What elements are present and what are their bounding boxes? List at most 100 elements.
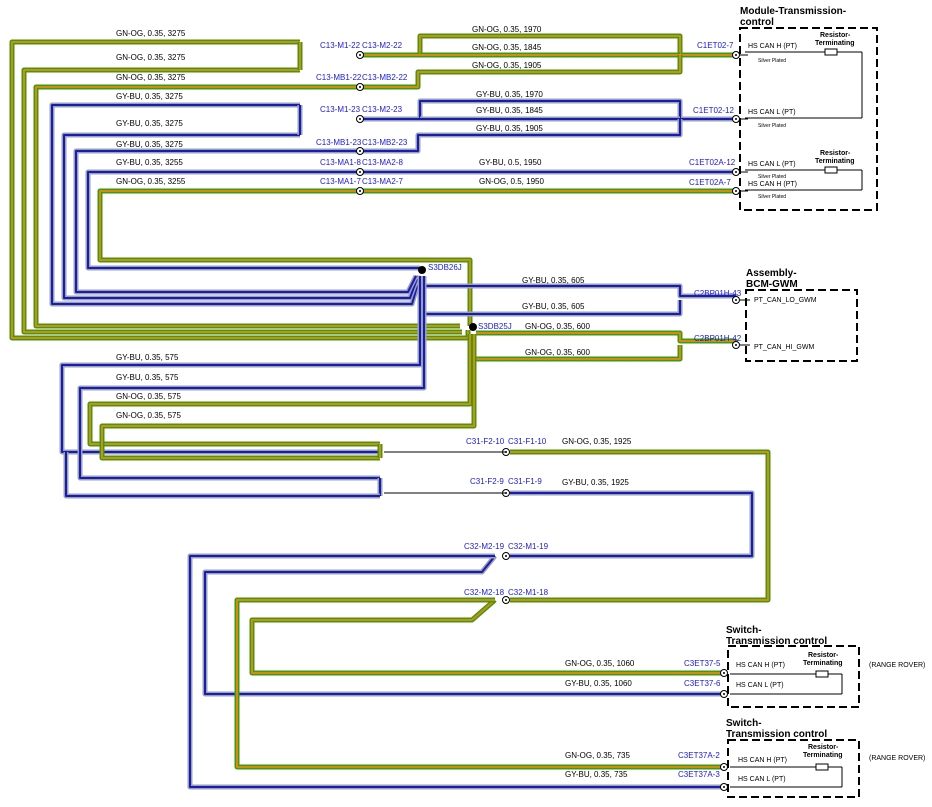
connector-label[interactable]: C13-M1-23 [320, 105, 361, 114]
wire-label: GY-BU, 0.35, 3275 [116, 92, 183, 101]
pin-name: PT_CAN_LO_GWM [754, 297, 817, 304]
wire-label: GN-OG, 0.35, 1060 [565, 659, 635, 668]
wire-gy-bu-core [61, 276, 421, 453]
resistor-label: Terminating [815, 40, 855, 47]
wire-label: GN-OG, 0.35, 575 [116, 392, 181, 401]
wire-gn-og-core [510, 451, 769, 601]
assembly-bcm-gwm-box [745, 289, 858, 362]
splice-point-s3db26j [418, 266, 426, 274]
wire-label: GN-OG, 0.35, 3255 [116, 177, 186, 186]
connector-pin-dot [359, 54, 361, 56]
splice-point-s3db25j [469, 323, 477, 331]
pin-name: HS CAN L (PT) [748, 161, 796, 168]
wire-layer [9, 33, 771, 790]
connector-label[interactable]: C13-M1-22 [320, 41, 361, 50]
connector-label[interactable]: C32-M2-18 [464, 588, 505, 597]
connector-label[interactable]: C3ET37A-2 [678, 751, 720, 760]
connector-label[interactable]: C3ET37-5 [684, 659, 721, 668]
module-text: Module-Transmission- control HS CAN H (P… [726, 6, 925, 783]
connector-pin-dot [359, 118, 361, 120]
wire-gy-bu-core [189, 555, 722, 788]
wire-gy-bu-core [424, 300, 681, 315]
connector-label[interactable]: C32-M1-18 [508, 588, 549, 597]
wire-label: GN-OG, 0.35, 600 [525, 322, 590, 331]
connector-label[interactable]: S3DB25J [478, 322, 512, 331]
connector-label[interactable]: C13-MB2-23 [362, 138, 408, 147]
connector-label[interactable]: C2BP01H-42 [694, 334, 742, 343]
connector-pin-dot [359, 86, 361, 88]
connector-label[interactable]: C1ET02-12 [693, 106, 734, 115]
wire-label: GY-BU, 0.35, 1845 [476, 106, 543, 115]
wire-gn-og-core [89, 334, 471, 445]
wire-label: GY-BU, 0.35, 3275 [116, 119, 183, 128]
wire-gn-og-core [23, 69, 462, 333]
connector-pin-dot [723, 786, 725, 788]
connector-label[interactable]: C13-MA2-7 [362, 177, 403, 186]
silver-plated-note: Silver Plated [758, 194, 786, 200]
wire-gy-bu-core [362, 100, 735, 120]
connector-label[interactable]: S3DB26J [428, 263, 462, 272]
resistor-label: Resistor- [820, 150, 851, 157]
connector-label[interactable]: C13-MB2-22 [362, 73, 408, 82]
connector-label[interactable]: C13-MA1-8 [320, 158, 361, 167]
wire-gy-bu-core [63, 134, 419, 299]
pin-name: HS CAN H (PT) [738, 757, 787, 764]
wire-label: GY-BU, 0.35, 605 [522, 302, 585, 311]
pin-name: HS CAN H (PT) [748, 181, 797, 188]
connector-label[interactable]: C31-F1-10 [508, 437, 547, 446]
resistor-label: Terminating [803, 660, 843, 667]
connector-label[interactable]: C31-F1-9 [508, 477, 542, 486]
wire-label: GN-OG, 0.35, 1970 [472, 25, 542, 34]
wire-gn-og-core [35, 86, 460, 327]
resistor-label: Resistor- [808, 652, 839, 659]
switch-transmission-control-2-box [727, 739, 860, 798]
connector-pin-dot [735, 344, 737, 346]
wire-label: GY-BU, 0.35, 575 [116, 353, 179, 362]
wire-label: GN-OG, 0.35, 1905 [472, 61, 542, 70]
wire-label: GN-OG, 0.35, 1845 [472, 43, 542, 52]
connector-label[interactable]: C32-M1-19 [508, 542, 549, 551]
wire-gn-og-core [236, 599, 722, 768]
connector-pin-dot [505, 555, 507, 557]
connector-label[interactable]: C1ET02-7 [697, 41, 734, 50]
connector-label[interactable]: C1ET02A-7 [689, 178, 731, 187]
connector-pin-dot [359, 171, 361, 173]
connector-label[interactable]: C13-M2-22 [362, 41, 403, 50]
connector-label[interactable]: C31-F2-9 [470, 477, 504, 486]
connector-label[interactable]: C3ET37-6 [684, 679, 721, 688]
wire-label: GN-OG, 0.35, 3275 [116, 53, 186, 62]
wire-label: GY-BU, 0.35, 3275 [116, 140, 183, 149]
connector-label[interactable]: C13-MA1-7 [320, 177, 361, 186]
wire-gy-bu-core [79, 276, 425, 479]
wire-gn-og [234, 597, 722, 770]
terminating-resistor-4 [730, 763, 843, 788]
wire-gy-bu-core [65, 452, 380, 497]
connector-label[interactable]: C13-MA2-8 [362, 158, 403, 167]
connector-pin-dot [359, 150, 361, 152]
pin-name: HS CAN H (PT) [736, 662, 785, 669]
connector-label[interactable]: C3ET37A-3 [678, 770, 720, 779]
module-title: Switch- [726, 625, 762, 636]
wire-gy-bu-core [75, 150, 417, 293]
pin-name: HS CAN L (PT) [748, 109, 796, 116]
connector-pin-dot [735, 171, 737, 173]
vehicle-note: (RANGE ROVER) [869, 755, 925, 762]
connector-pin-dot [735, 299, 737, 301]
pin-name: HS CAN L (PT) [736, 682, 784, 689]
wire-label: GN-OG, 0.35, 575 [116, 411, 181, 420]
connector-pin-dot [735, 54, 737, 56]
connector-label[interactable]: C2BP01H-43 [694, 289, 742, 298]
wire-label: GY-BU, 0.35, 1925 [562, 478, 629, 487]
wire-label: GN-OG, 0.5, 1950 [479, 177, 544, 186]
connector-label[interactable]: C31-F2-10 [466, 437, 505, 446]
connector-label[interactable]: C13-MB1-22 [316, 73, 362, 82]
vehicle-note: (RANGE ROVER) [869, 662, 925, 669]
connector-label[interactable]: C13-MB1-23 [316, 138, 362, 147]
connector-label[interactable]: C32-M2-19 [464, 542, 505, 551]
wire-label: GY-BU, 0.35, 575 [116, 373, 179, 382]
wire-label: GY-BU, 0.35, 1970 [476, 90, 543, 99]
connector-label[interactable]: C1ET02A-12 [689, 158, 736, 167]
connector-label[interactable]: C13-M2-23 [362, 105, 403, 114]
module-title: Module-Transmission- [740, 6, 846, 17]
wire-label: GY-BU, 0.35, 3255 [116, 158, 183, 167]
